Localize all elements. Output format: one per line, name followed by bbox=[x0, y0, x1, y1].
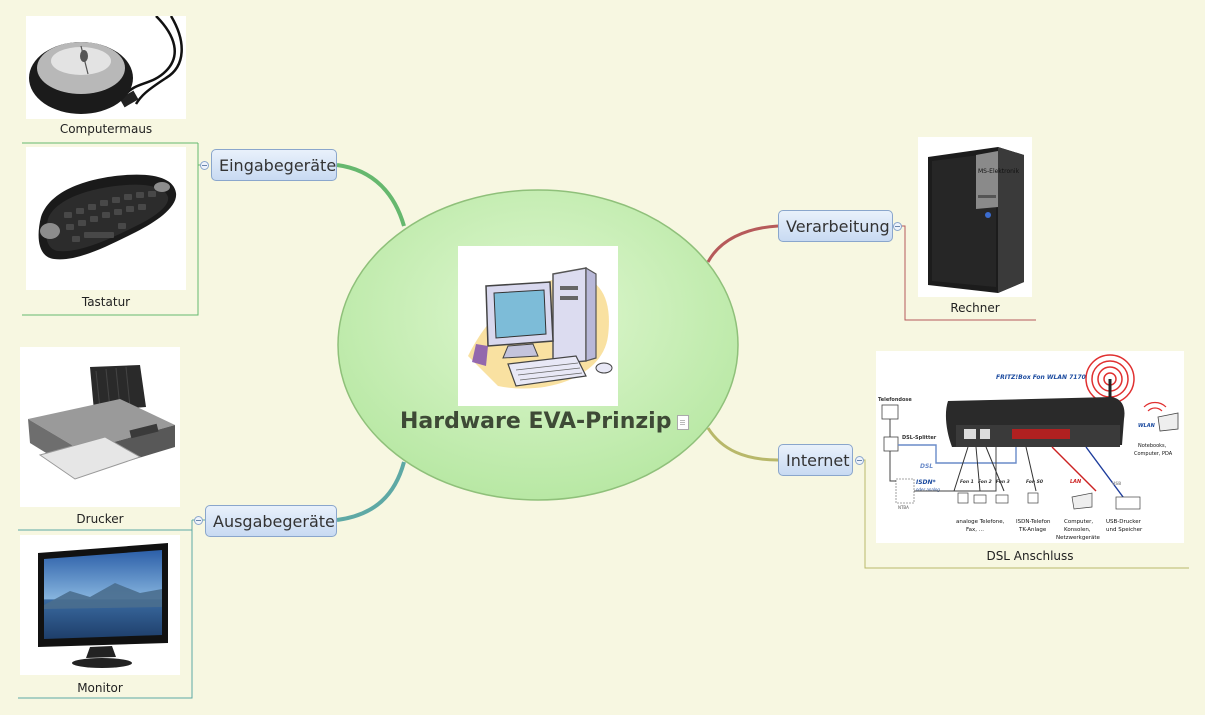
computer-mouse-image bbox=[26, 16, 186, 119]
caption-tastatur: Tastatur bbox=[81, 295, 131, 309]
caption-rechner: Rechner bbox=[950, 301, 1000, 315]
label-computer-2: Konsolen, bbox=[1064, 527, 1091, 533]
pc-tower-image: MS-Elektronik bbox=[918, 137, 1032, 297]
label-notebooks-1: Notebooks, bbox=[1138, 443, 1167, 449]
dsl-connection-diagram: FRITZ!Box Fon WLAN 7170 Telefondose DSL-… bbox=[876, 351, 1184, 543]
branch-ausgabegeraete-label: Ausgabegeräte bbox=[213, 512, 335, 531]
label-wlan: WLAN bbox=[1138, 423, 1156, 429]
label-fon2: Fon 2 bbox=[978, 479, 992, 485]
label-telefondose: Telefondose bbox=[878, 397, 912, 403]
caption-dsl-anschluss: DSL Anschluss bbox=[986, 549, 1074, 563]
central-topic-title[interactable]: Hardware EVA-Prinzip bbox=[400, 409, 690, 434]
connector-internet bbox=[706, 427, 779, 462]
branch-verarbeitung[interactable]: Verarbeitung bbox=[778, 210, 893, 242]
monitor-image bbox=[20, 535, 180, 675]
label-notebooks-2: Computer, PDA bbox=[1134, 451, 1173, 457]
branch-eingabegeraete-label: Eingabegeräte bbox=[219, 156, 337, 175]
label-ntba: NTBA bbox=[898, 505, 909, 510]
label-computer-1: Computer, bbox=[1064, 519, 1093, 525]
label-isdn-tel-1: ISDN-Telefon bbox=[1016, 519, 1051, 525]
keyboard-image bbox=[26, 147, 186, 290]
collapse-toggle-eingabe[interactable] bbox=[200, 161, 209, 170]
collapse-toggle-ausgabe[interactable] bbox=[194, 516, 203, 525]
branch-ausgabegeraete[interactable]: Ausgabegeräte bbox=[205, 505, 337, 537]
label-computer-3: Netzwerkgeräte bbox=[1056, 535, 1101, 541]
connector-ausgabe bbox=[336, 461, 406, 522]
connector-verarbeitung bbox=[706, 224, 779, 263]
caption-monitor: Monitor bbox=[77, 681, 123, 695]
branch-internet[interactable]: Internet bbox=[778, 444, 853, 476]
label-fon1: Fon 1 bbox=[960, 479, 974, 485]
label-usbdrucker-1: USB-Drucker bbox=[1106, 519, 1142, 525]
caption-drucker: Drucker bbox=[76, 512, 124, 526]
label-analog-2: Fax, ... bbox=[966, 527, 984, 533]
label-usbdrucker-2: und Speicher bbox=[1106, 527, 1143, 533]
collapse-toggle-verarbeitung[interactable] bbox=[893, 222, 902, 231]
connector-eingabe bbox=[336, 163, 406, 227]
label-isdn-tel-2: TK-Anlage bbox=[1018, 527, 1047, 533]
note-icon[interactable] bbox=[677, 414, 690, 430]
label-splitter: DSL-Splitter bbox=[902, 435, 937, 441]
pc-case-label: MS-Elektronik bbox=[978, 168, 1020, 175]
label-dsl: DSL bbox=[920, 463, 933, 470]
label-usb: USB bbox=[1112, 481, 1121, 486]
computer-clipart-image bbox=[458, 246, 618, 406]
printer-image bbox=[20, 347, 180, 507]
caption-computermaus: Computermaus bbox=[59, 122, 153, 136]
branch-eingabegeraete[interactable]: Eingabegeräte bbox=[211, 149, 337, 181]
diagram-title: FRITZ!Box Fon WLAN 7170 bbox=[996, 374, 1086, 381]
central-topic-label: Hardware EVA-Prinzip bbox=[400, 409, 672, 434]
branch-internet-label: Internet bbox=[786, 451, 850, 470]
label-fons0: Fon S0 bbox=[1026, 479, 1043, 485]
branch-verarbeitung-label: Verarbeitung bbox=[786, 217, 890, 236]
label-isdn-sub: oder analog bbox=[916, 487, 940, 492]
label-lan: LAN bbox=[1070, 479, 1082, 485]
collapse-toggle-internet[interactable] bbox=[855, 456, 864, 465]
label-isdn: ISDN* bbox=[916, 479, 937, 486]
label-fon3: Fon 3 bbox=[996, 479, 1010, 485]
label-analog-1: analoge Telefone, bbox=[956, 519, 1005, 525]
